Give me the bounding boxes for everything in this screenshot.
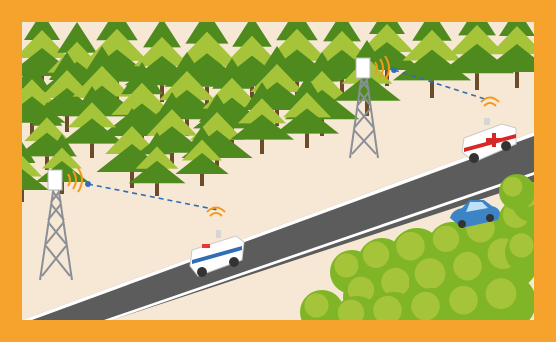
scene-svg bbox=[22, 22, 534, 320]
roof-antenna-icon bbox=[216, 230, 221, 238]
light-bar-icon bbox=[202, 244, 210, 248]
roof-antenna-icon bbox=[484, 118, 490, 125]
shrub bbox=[499, 174, 534, 210]
antenna-panel-icon bbox=[48, 170, 62, 190]
antenna-panel-icon bbox=[356, 58, 370, 78]
illustration-scene bbox=[22, 22, 534, 320]
